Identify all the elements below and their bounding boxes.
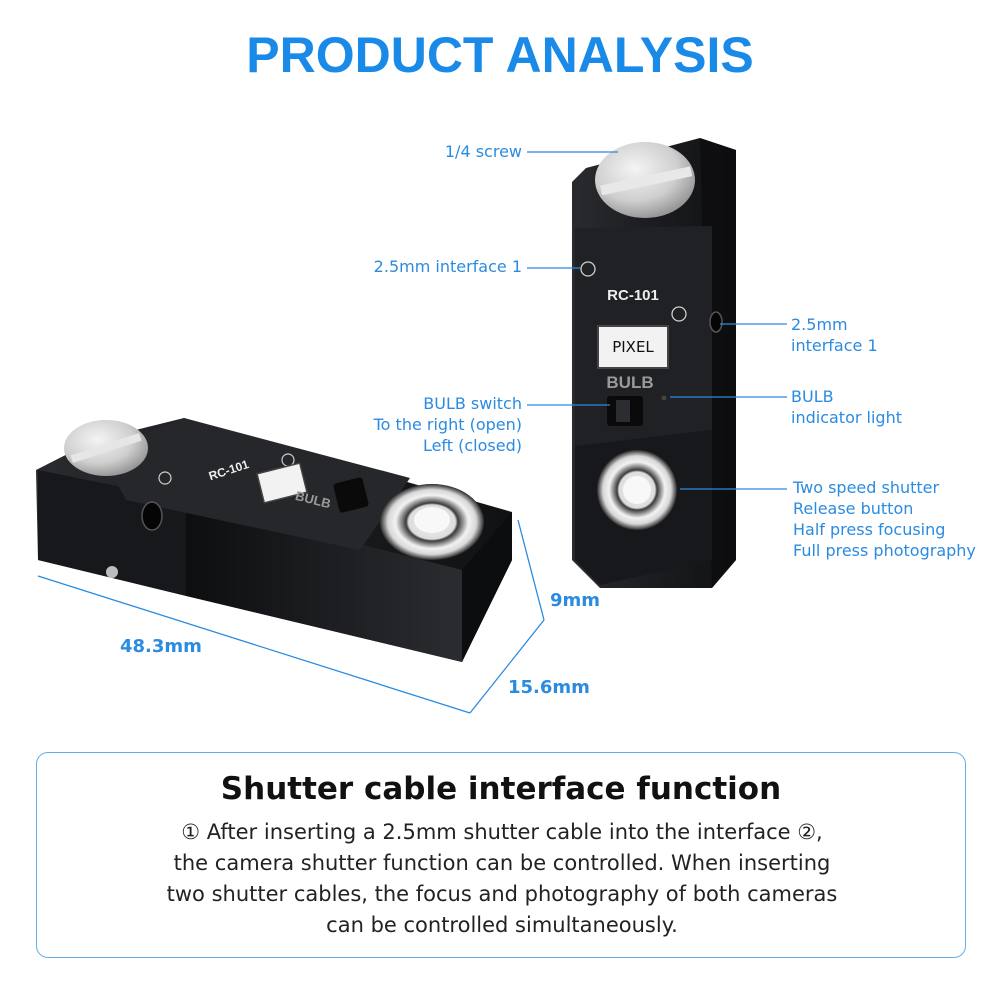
label-shutter-line2: Release button bbox=[793, 499, 914, 518]
label-bulb-switch-line3: Left (closed) bbox=[422, 436, 522, 455]
label-screw: 1/4 screw bbox=[444, 142, 522, 161]
page-title: PRODUCT ANALYSIS bbox=[246, 27, 754, 83]
label-interface-right-line1: 2.5mm bbox=[791, 315, 848, 334]
dimension-height: 9mm bbox=[550, 590, 601, 611]
product-illustration: PIXEL RC-101 BULB RC-101 BULB bbox=[36, 138, 787, 714]
label-interface-right: 2.5mm interface 1 bbox=[791, 314, 878, 356]
dimension-width: 15.6mm bbox=[508, 677, 590, 698]
label-interface-left: 2.5mm interface 1 bbox=[373, 257, 522, 276]
bulb-print-vertical: BULB bbox=[606, 373, 653, 392]
panel-line-1: ① After inserting a 2.5mm shutter cable … bbox=[181, 820, 823, 844]
label-shutter-line4: Full press photography bbox=[793, 541, 976, 560]
label-interface-right-line2: interface 1 bbox=[791, 336, 878, 355]
panel-heading: Shutter cable interface function bbox=[220, 771, 782, 807]
label-bulb-switch-line1: BULB switch bbox=[423, 394, 522, 413]
panel-line-4: can be controlled simultaneously. bbox=[326, 913, 678, 937]
device-horizontal: RC-101 BULB bbox=[36, 418, 512, 662]
label-shutter-line3: Half press focusing bbox=[793, 520, 946, 539]
dimension-length: 48.3mm bbox=[120, 636, 202, 657]
label-bulb-light: BULB indicator light bbox=[791, 386, 902, 428]
model-label-vertical: RC-101 bbox=[607, 287, 659, 304]
leader-lines bbox=[37, 151, 787, 714]
info-panel: Shutter cable interface function ① After… bbox=[36, 752, 966, 958]
brand-logo: PIXEL bbox=[612, 338, 654, 356]
label-shutter: Two speed shutter Release button Half pr… bbox=[793, 477, 976, 561]
label-bulb-switch-line2: To the right (open) bbox=[373, 415, 522, 434]
label-bulb-light-line2: indicator light bbox=[791, 408, 902, 427]
label-bulb-switch: BULB switch To the right (open) Left (cl… bbox=[300, 393, 522, 456]
device-vertical: PIXEL RC-101 BULB bbox=[572, 138, 736, 588]
label-bulb-light-line1: BULB bbox=[791, 387, 834, 406]
panel-line-3: two shutter cables, the focus and photog… bbox=[166, 882, 838, 906]
panel-line-2: the camera shutter function can be contr… bbox=[173, 851, 831, 875]
panel-description: ① After inserting a 2.5mm shutter cable … bbox=[77, 817, 927, 941]
label-shutter-line1: Two speed shutter bbox=[793, 478, 940, 497]
